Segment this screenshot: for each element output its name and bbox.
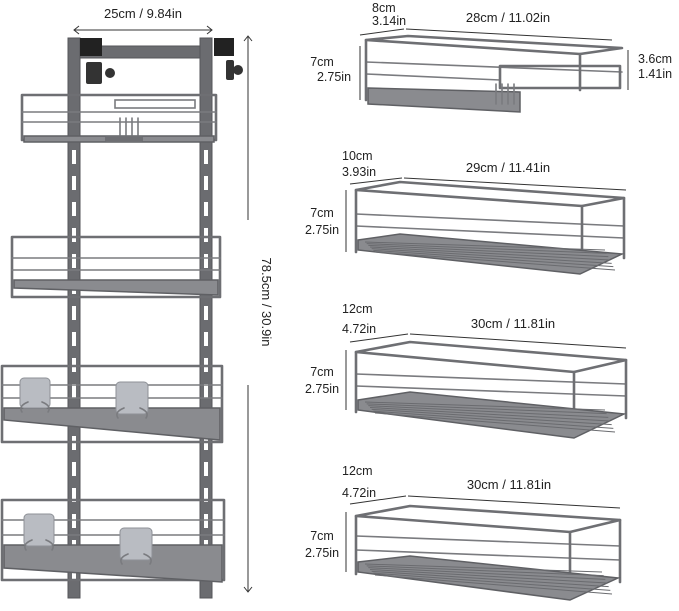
floor-slat [364, 241, 606, 251]
floor-slats [364, 563, 613, 595]
floor-slat [371, 248, 612, 264]
rack-shelf-3 [0, 364, 224, 444]
floor-slat [366, 565, 604, 577]
rack-shelf-1 [20, 93, 218, 143]
basket-1-inner-height-in: 1.41in [638, 67, 672, 81]
basket-4-depth-cm: 12cm [342, 464, 373, 478]
floor-slat [369, 407, 611, 422]
comb-hook-icon [495, 83, 515, 105]
floor-slat [366, 243, 607, 254]
rail-slot [72, 254, 76, 268]
floor-slat [373, 410, 614, 429]
basket-4-length-label: 30cm / 11.81in [467, 477, 551, 492]
rail-slot [204, 488, 208, 502]
rail-slot [72, 306, 76, 320]
rail-slot [204, 254, 208, 268]
floor-slat [374, 574, 613, 595]
floor-slat [369, 569, 608, 584]
floor-slat [373, 249, 614, 268]
floor-slat [364, 563, 603, 573]
arrow-right-icon [206, 25, 213, 35]
rail-slot [204, 384, 208, 398]
rail-slot [72, 202, 76, 216]
rail-slot [72, 462, 76, 476]
rail-slot [204, 176, 208, 190]
floor-slat [371, 570, 609, 588]
basket-4-depth-in: 4.72in [342, 486, 376, 500]
basket-4-height-in: 2.75in [305, 546, 339, 560]
floor-slat [369, 246, 611, 261]
right-clamp-knob-icon [226, 60, 234, 80]
left-screw-icon [105, 68, 115, 78]
assembled-rack: 25cm / 9.84in 78.5cm / 30.9in [0, 6, 274, 599]
floor-slats [364, 241, 616, 271]
arrow-left-icon [73, 25, 80, 35]
floor-slat [364, 401, 606, 411]
basket-3-depth-cm: 12cm [342, 302, 373, 316]
rail-slot [204, 150, 208, 164]
adhesive-hook-icon [115, 381, 149, 419]
basket-2-height-cm: 7cm [310, 206, 334, 220]
left-door-clamp [80, 38, 102, 56]
basket-4-height-cm: 7cm [310, 529, 334, 543]
rail-slot [204, 202, 208, 216]
floor-slat [368, 405, 609, 418]
rack-shelf-2 [10, 235, 222, 299]
rack-height-label: 78.5cm / 30.9in [259, 258, 274, 347]
basket-1-depth-cm: 8cm [372, 1, 396, 15]
floor-slat [368, 567, 606, 580]
basket-2-height-in: 2.75in [305, 223, 339, 237]
basket-2: 10cm 3.93in 29cm / 11.41in 7cm 2.75in [305, 149, 627, 275]
adhesive-hook-icon [19, 377, 51, 413]
rail-slot [72, 384, 76, 398]
arrow-up-icon [243, 35, 253, 42]
basket-1: 8cm 3.14in 28cm / 11.02in 7cm 2.75in 3.6… [310, 1, 672, 113]
right-door-clamp [214, 38, 234, 56]
rail-slot [204, 462, 208, 476]
rail-slot [204, 228, 208, 242]
basket-2-depth-cm: 10cm [342, 149, 373, 163]
floor-slats [364, 401, 616, 433]
basket-2-depth-in: 3.93in [342, 165, 376, 179]
basket-1-height-cm: 7cm [310, 55, 334, 69]
right-screw-icon [233, 65, 243, 75]
floor-slat [368, 244, 609, 258]
rail-slot [72, 332, 76, 346]
basket-2-length-label: 29cm / 11.41in [466, 160, 550, 175]
comb-hook-icon [119, 117, 139, 136]
basket-1-inner-height-cm: 3.6cm [638, 52, 672, 66]
floor-slat [366, 403, 607, 415]
rack-shelf-4 [0, 498, 226, 583]
rail-slot [72, 176, 76, 190]
adhesive-hook-icon [23, 513, 55, 551]
rail-slot [204, 332, 208, 346]
floor-slat [374, 251, 616, 271]
arrow-down-icon [243, 586, 253, 593]
floor-slat [371, 408, 612, 426]
basket-1-height-in: 2.75in [317, 70, 351, 84]
rack-width-label: 25cm / 9.84in [104, 6, 182, 21]
basket-3-length-label: 30cm / 11.81in [471, 316, 555, 331]
basket-3-height-cm: 7cm [310, 365, 334, 379]
rail-slot [72, 228, 76, 242]
basket-1-length-label: 28cm / 11.02in [466, 10, 550, 25]
basket-1-depth-in: 3.14in [372, 14, 406, 28]
basket-3-height-in: 2.75in [305, 382, 339, 396]
floor-slat [374, 412, 616, 433]
rail-slot [204, 306, 208, 320]
basket-3: 12cm 4.72in 30cm / 11.81in 7cm 2.75in [305, 302, 628, 439]
adhesive-hook-icon [119, 527, 153, 565]
rail-slot [204, 514, 208, 528]
basket-3-depth-in: 4.72in [342, 322, 376, 336]
basket-4: 12cm 4.72in 30cm / 11.81in 7cm 2.75in [305, 464, 622, 601]
floor-slat [373, 572, 611, 591]
left-clamp-knob-icon [86, 62, 102, 84]
rail-slot [72, 488, 76, 502]
rail-slot [72, 150, 76, 164]
rail-slot [72, 514, 76, 528]
